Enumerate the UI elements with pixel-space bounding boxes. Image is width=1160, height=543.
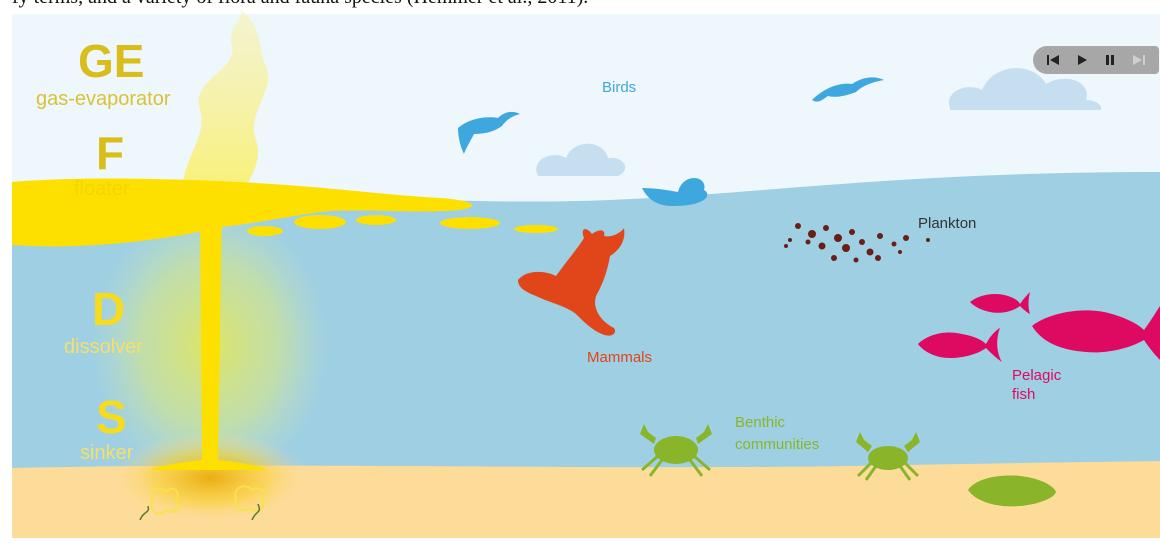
play-button[interactable] xyxy=(1071,49,1093,71)
oil-patch xyxy=(514,225,558,233)
skip-forward-icon xyxy=(1132,54,1146,66)
oil-patch xyxy=(356,215,396,225)
layer-name-dissolver: dissolver xyxy=(64,336,143,358)
layer-code-dissolver: D xyxy=(92,286,125,332)
oil-patch xyxy=(247,226,283,236)
label-mammals: Mammals xyxy=(587,349,652,367)
label-birds: Birds xyxy=(602,79,636,97)
oil-patch xyxy=(294,215,346,229)
skip-back-button[interactable] xyxy=(1042,49,1064,71)
label-plankton: Plankton xyxy=(918,215,976,233)
label-pelagic-fish-line2: fish xyxy=(1012,386,1035,404)
pause-button[interactable] xyxy=(1099,49,1121,71)
layer-code-sinker: S xyxy=(96,394,127,440)
skip-back-icon xyxy=(1046,54,1060,66)
layer-name-sinker: sinker xyxy=(80,442,133,464)
oil-patch xyxy=(440,217,500,229)
layer-code-gas-evaporator: GE xyxy=(78,38,144,84)
label-benthic-line2: communities xyxy=(735,436,819,454)
label-benthic-line1: Benthic xyxy=(735,414,785,432)
layer-code-floater: F xyxy=(96,130,124,176)
caption-text: fy terms, and a variety of flora and fau… xyxy=(12,0,588,9)
skip-forward-button[interactable] xyxy=(1128,49,1150,71)
play-icon xyxy=(1076,54,1088,66)
label-pelagic-fish-line1: Pelagic xyxy=(1012,367,1061,385)
pause-icon xyxy=(1104,54,1116,66)
layer-name-gas-evaporator: gas-evaporator xyxy=(36,88,171,110)
playback-controls xyxy=(1033,46,1159,74)
layer-name-floater: floater xyxy=(74,178,130,200)
